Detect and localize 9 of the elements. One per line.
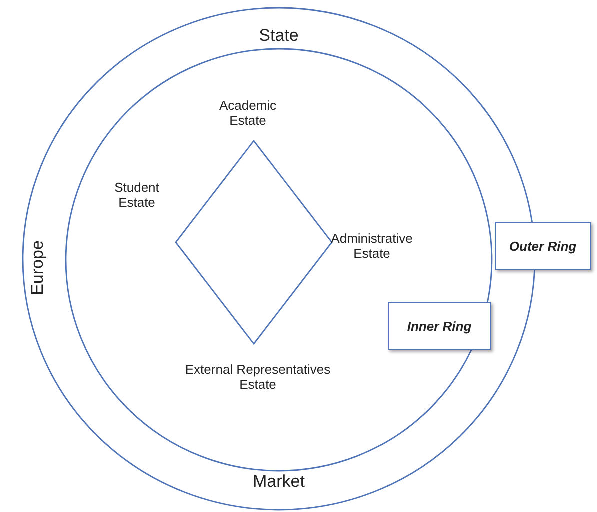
estate-label: Administrative Estate — [330, 232, 414, 262]
estate-label: Academic Estate — [218, 99, 278, 129]
label-box: Outer Ring — [495, 222, 591, 270]
ring-label: Europe — [28, 240, 48, 296]
inner-ring-circle — [65, 48, 493, 472]
estate-label: External Representatives Estate — [184, 363, 332, 393]
ring-label: State — [259, 26, 299, 46]
ring-label: Market — [253, 472, 305, 492]
estate-label: Student Estate — [114, 181, 160, 211]
